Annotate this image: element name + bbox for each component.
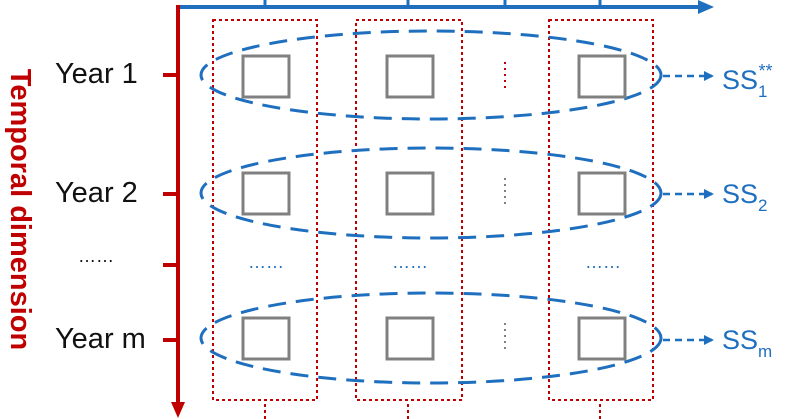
column-boxes: [212, 19, 654, 419]
spatial-axis: [178, 0, 714, 14]
cell: [241, 316, 291, 361]
year-m-ellipse: [199, 291, 663, 385]
ss-subscript: 2: [758, 196, 768, 215]
ss-superscript: **: [758, 61, 773, 81]
row-gap-ellipsis: ……: [392, 252, 428, 272]
row-label-year-m: Year m: [55, 323, 146, 355]
temporal-axis: [163, 5, 185, 418]
spatial-axis-arrow-icon: [698, 0, 714, 14]
cell: [385, 54, 435, 99]
ss-base: SS: [722, 325, 759, 355]
temporal-axis-arrow-icon: [171, 402, 185, 418]
year-1-ellipse: [199, 29, 663, 121]
cells: [241, 54, 627, 361]
ss-label-1: SS1**: [722, 61, 773, 102]
column-box: [212, 19, 318, 401]
year-2-ellipse: [199, 146, 663, 240]
column-box: [355, 19, 463, 401]
row-label-year-1: Year 1: [55, 58, 138, 90]
row-label-gap: ……: [78, 246, 114, 266]
ss-base: SS: [722, 179, 759, 209]
row-gap-ellipsis-marks: …… …… ……: [248, 252, 621, 272]
ss-subscript: m: [758, 342, 773, 361]
ss-label-m: SSm: [722, 325, 772, 362]
output-arrows: [663, 71, 714, 345]
row-gap-ellipsis: ……: [248, 252, 284, 272]
ss-subscript: 1: [758, 82, 768, 101]
cell: [577, 54, 627, 99]
cell: [241, 171, 291, 216]
column-box: [548, 19, 654, 401]
ss-label-2: SS2: [722, 179, 768, 216]
cell: [577, 316, 627, 361]
year-ellipses: [199, 29, 663, 385]
row-gap-ellipsis: ……: [585, 252, 621, 272]
cell: [241, 54, 291, 99]
cell: [385, 316, 435, 361]
cell: [577, 171, 627, 216]
ss-base: SS: [722, 65, 759, 95]
row-label-year-2: Year 2: [55, 177, 138, 209]
cell: [385, 171, 435, 216]
